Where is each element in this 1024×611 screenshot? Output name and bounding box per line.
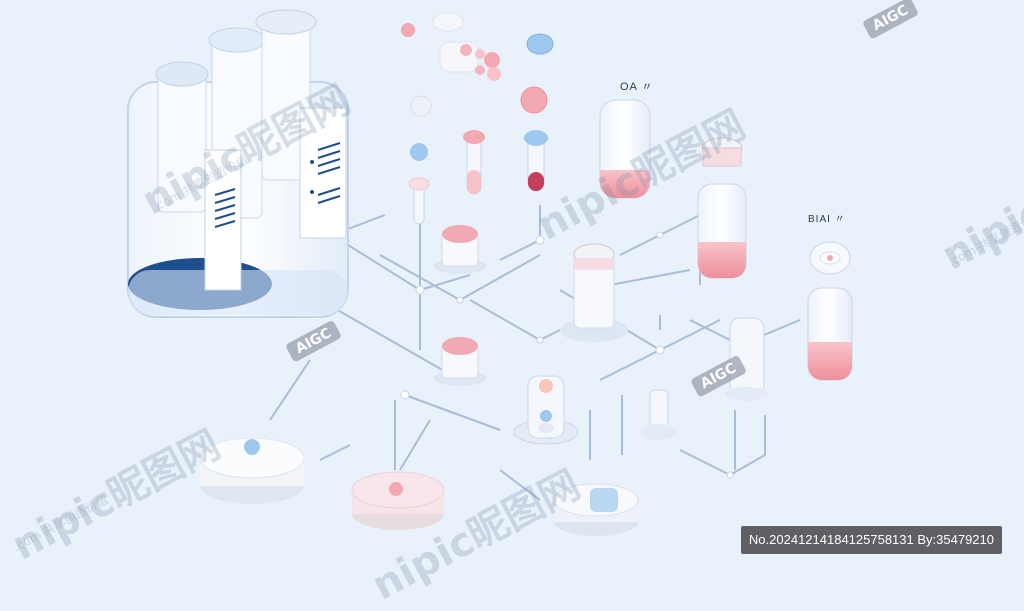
sample-jars [434,137,743,386]
image-id-badge: No.20241214184125758131 By:35479210 [740,526,1002,554]
pink-beakers [599,99,853,381]
lab-glassware-illustration [127,9,853,536]
bottom-dishes [199,437,639,536]
flask-label: OA 〃 [620,81,654,93]
reagent-rack-container [127,9,349,318]
test-tubes [408,130,548,225]
connection-nodes [400,231,734,479]
vials [513,317,769,445]
dish-label: BIAI 〃 [808,214,846,225]
floating-pills [401,12,554,161]
petri-dish-small [809,241,851,275]
